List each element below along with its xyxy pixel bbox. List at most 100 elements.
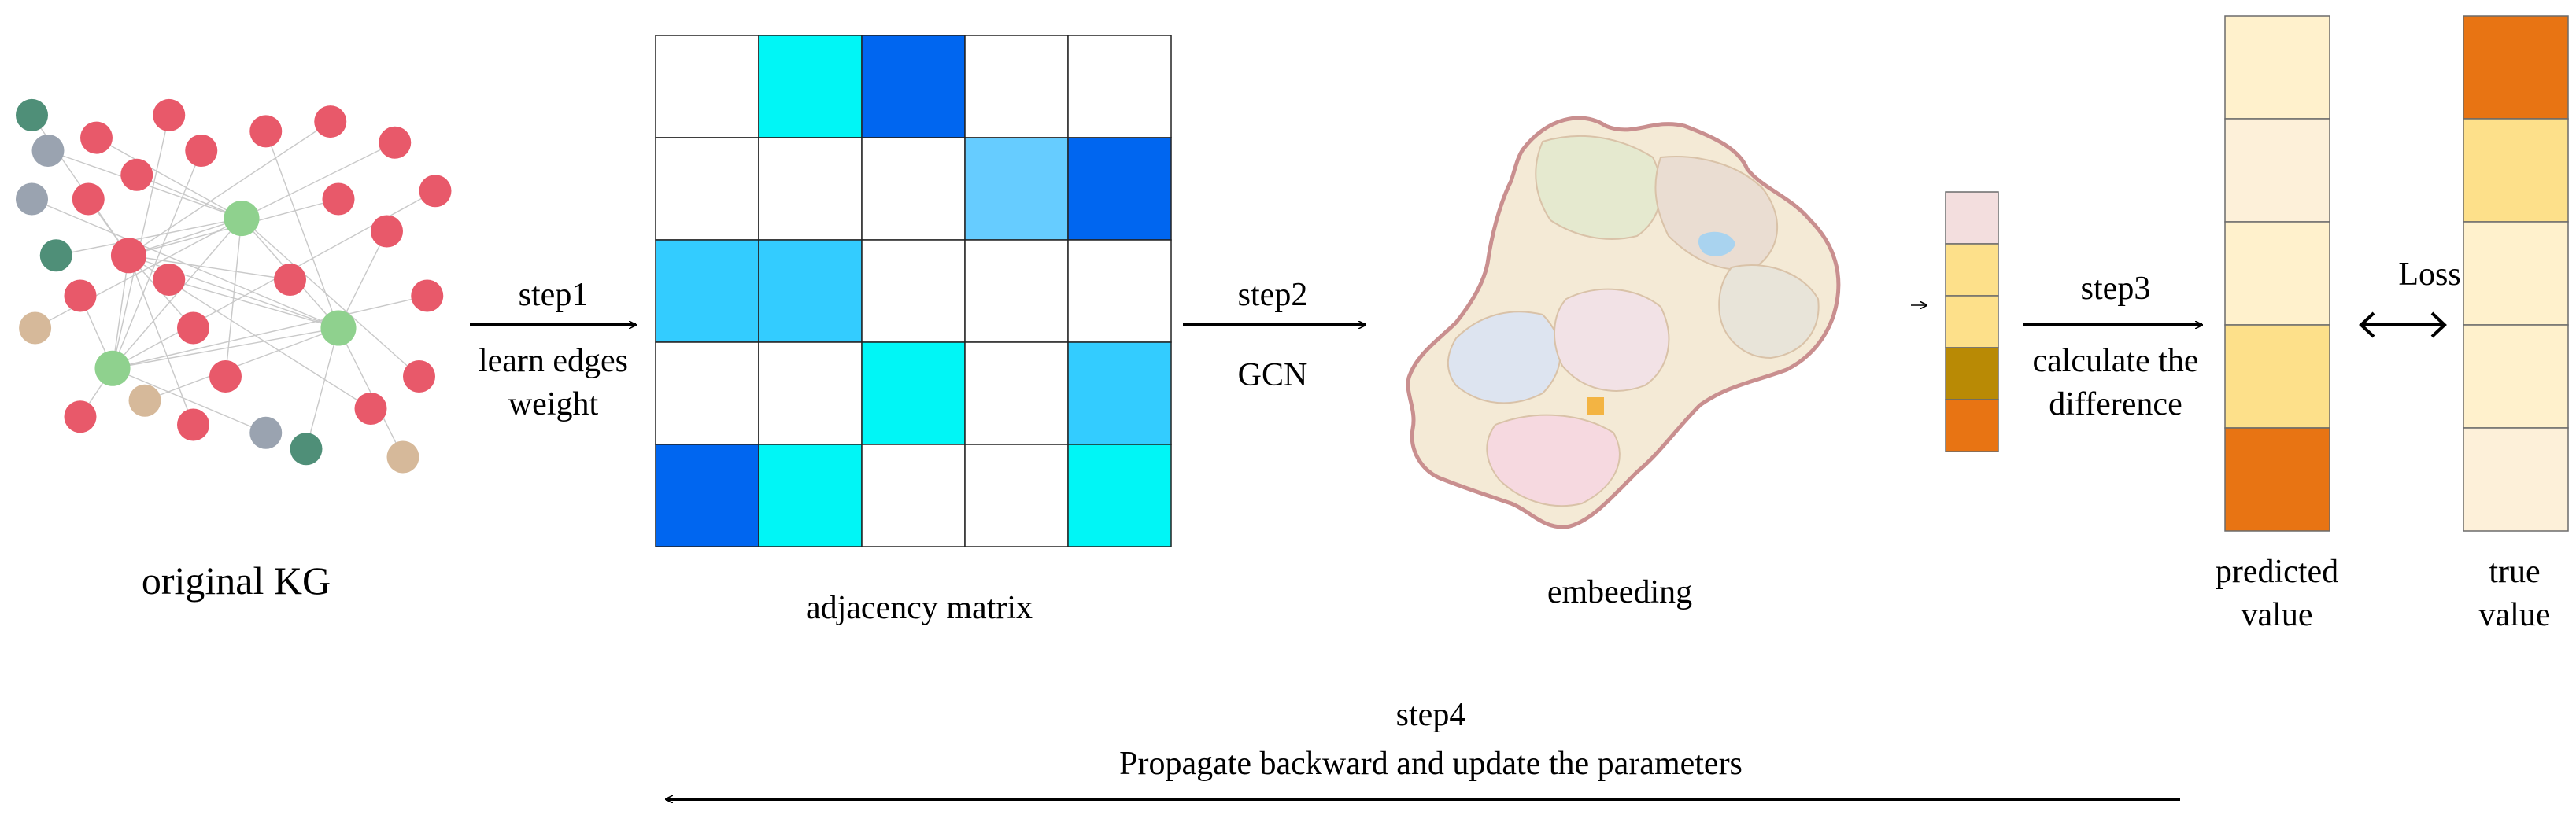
kg-node [249, 115, 283, 148]
kg-node [16, 182, 48, 216]
kg-edge [112, 295, 427, 369]
map-region-west [1447, 311, 1561, 404]
predicted-caption-line1: predicted [2216, 554, 2338, 590]
region-map-image [1406, 116, 1841, 529]
true-value-cell [2463, 324, 2569, 429]
map-lake [1698, 231, 1735, 256]
predicted-value-cell [2224, 324, 2330, 429]
true-value-cell [2463, 118, 2569, 223]
matrix-cell [1067, 444, 1172, 547]
matrix-cell [758, 35, 863, 138]
kg-edge [112, 255, 130, 369]
embedding-vector-cell [1945, 243, 1999, 297]
kg-node [411, 279, 444, 312]
kg-edge [128, 217, 242, 256]
matrix-cell [964, 35, 1069, 138]
matrix-cell [964, 239, 1069, 343]
matrix-cell [1067, 239, 1172, 343]
step3-line1: calculate the [2032, 343, 2198, 379]
kg-node [354, 393, 387, 425]
true-value-cell [2463, 427, 2569, 532]
kg-node [128, 384, 161, 417]
matrix-cell [758, 444, 863, 547]
adjacency-matrix-caption: adjacency matrix [806, 590, 1033, 626]
step4-title: step4 [1396, 697, 1466, 733]
kg-node [39, 239, 72, 272]
kg-node [314, 105, 347, 138]
step2-line1: GCN [1238, 357, 1308, 393]
kg-node [31, 135, 65, 167]
kg-node [153, 98, 186, 131]
predicted-value-cell [2224, 15, 2330, 120]
kg-node [16, 98, 48, 131]
kg-node [379, 126, 412, 159]
kg-edge [56, 217, 242, 256]
matrix-cell [1067, 35, 1172, 138]
kg-edge [241, 142, 396, 219]
kg-edge [265, 131, 339, 329]
kg-edge [224, 218, 242, 377]
predicted-value-cell [2224, 118, 2330, 223]
matrix-cell [861, 239, 966, 343]
matrix-cell [861, 35, 966, 138]
embedding-vector-cell [1945, 347, 1999, 400]
kg-node [185, 135, 218, 167]
matrix-cell [861, 444, 966, 547]
map-city-center [1587, 397, 1604, 415]
embedding-vector-cell [1945, 295, 1999, 348]
kg-edge [128, 255, 194, 426]
matrix-cell [655, 35, 759, 138]
step2-title: step2 [1238, 277, 1308, 313]
kg-node [64, 400, 97, 433]
kg-node [120, 158, 153, 191]
matrix-cell [655, 239, 759, 343]
kg-node [19, 311, 52, 345]
true-value-cell [2463, 15, 2569, 120]
matrix-cell [655, 444, 759, 547]
kg-edge [112, 115, 170, 369]
map-region-south [1486, 414, 1621, 507]
loss-double-arrow [2359, 311, 2447, 338]
kg-node [403, 360, 435, 393]
kg-node [177, 311, 209, 345]
map-region-north [1535, 135, 1662, 240]
kg-edge [128, 255, 290, 281]
kg-edge [136, 174, 242, 219]
step4-line1: Propagate backward and update the parame… [1119, 746, 1743, 782]
embedding-caption: embeeding [1547, 574, 1692, 610]
matrix-cell [1067, 341, 1172, 445]
matrix-cell [964, 341, 1069, 445]
step1-line2: weight [508, 386, 599, 422]
matrix-cell [1067, 137, 1172, 241]
kg-edge [241, 218, 419, 378]
kg-nodes [16, 98, 452, 474]
true-value-cell [2463, 221, 2569, 326]
kg-node [290, 433, 323, 466]
kg-hub-node [224, 201, 260, 237]
kg-node [209, 360, 242, 393]
matrix-cell [861, 341, 966, 445]
kg-node [72, 182, 105, 216]
loss-label: Loss [2398, 256, 2460, 293]
kg-edge [112, 367, 267, 433]
embedding-vector-cell [1945, 191, 1999, 245]
embedding-vector [1945, 191, 1999, 452]
knowledge-graph [16, 98, 452, 474]
kg-hub-node [320, 310, 357, 346]
predicted-caption-line2: value [2242, 597, 2313, 633]
kg-edge [112, 327, 339, 369]
kg-node [64, 279, 97, 312]
kg-node [419, 175, 452, 208]
matrix-cell [655, 341, 759, 445]
kg-edge [144, 327, 339, 401]
kg-node [177, 408, 209, 441]
adjacency-matrix [655, 35, 1172, 547]
kg-edge [35, 217, 242, 329]
original-kg-caption: original KG [142, 558, 331, 603]
predicted-value-cell [2224, 221, 2330, 326]
step1-title: step1 [519, 277, 589, 313]
embedding-vector-cell [1945, 399, 1999, 452]
true-value-vector [2463, 15, 2569, 532]
matrix-cell [758, 137, 863, 241]
